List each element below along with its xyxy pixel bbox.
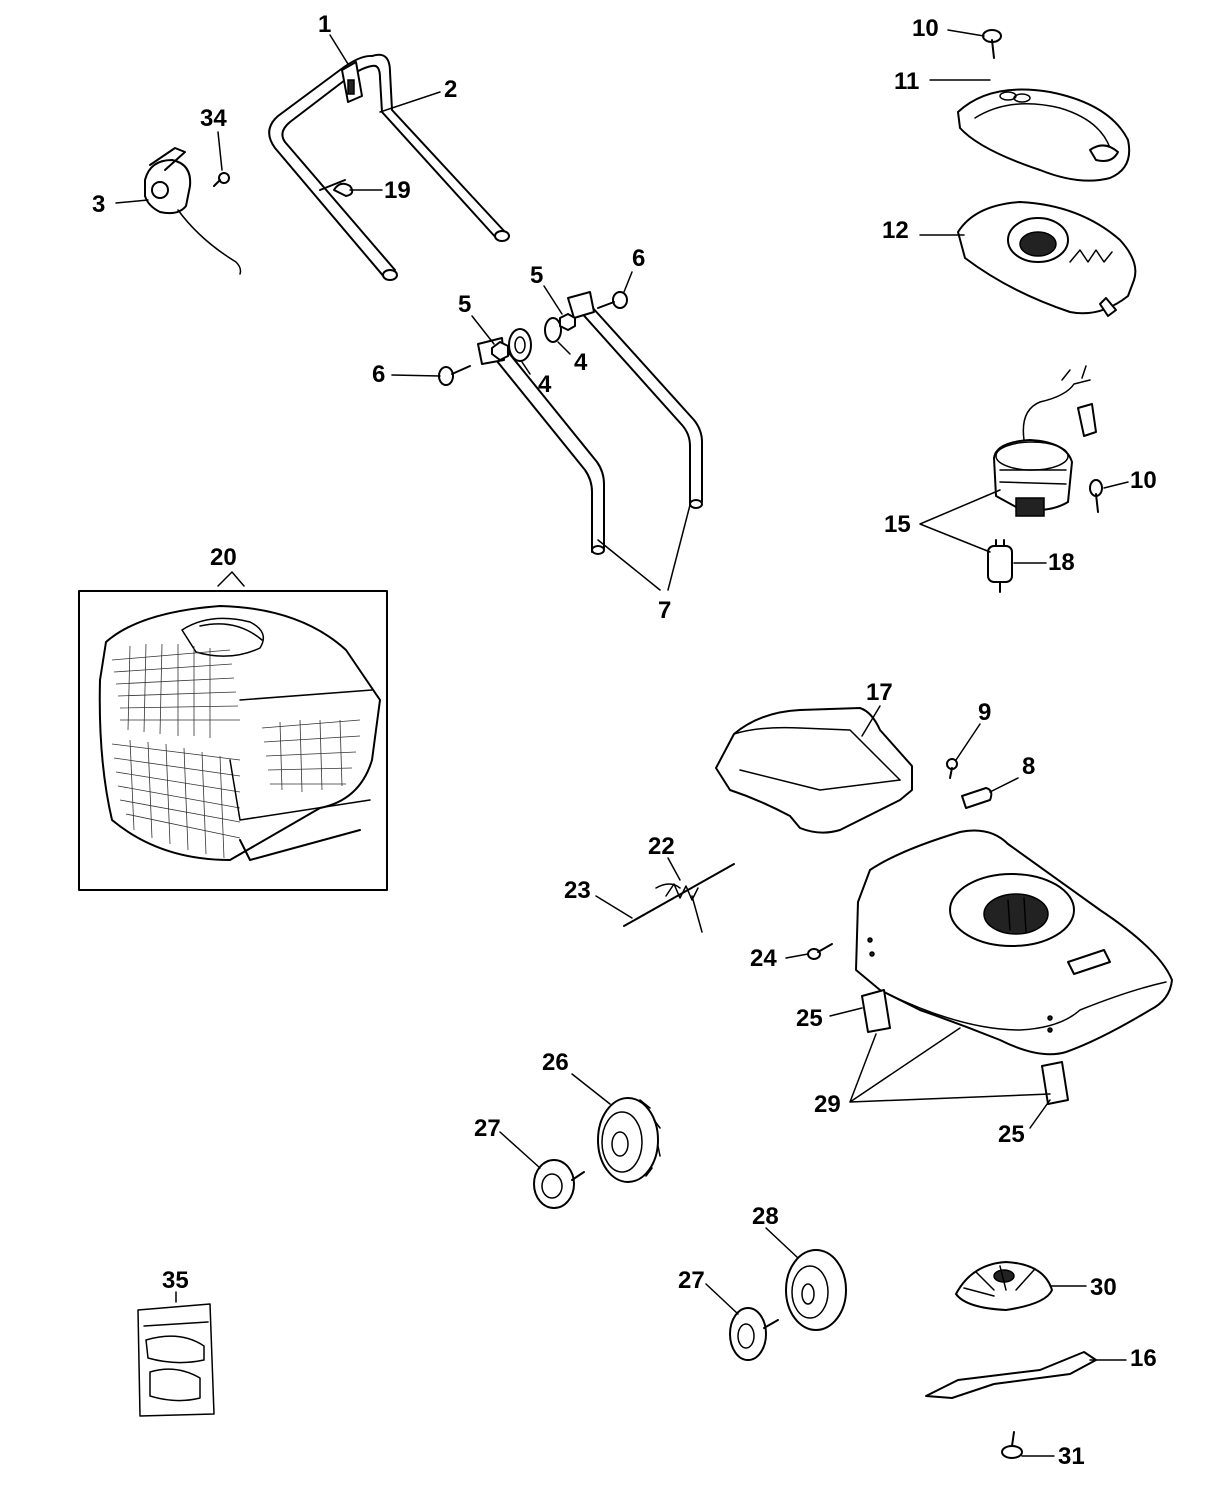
- callout-3: 3: [92, 191, 105, 218]
- callout-22: 22: [648, 833, 675, 860]
- callout-24: 24: [750, 945, 777, 972]
- callout-25-left: 25: [796, 1005, 823, 1032]
- callout-28: 28: [752, 1203, 779, 1230]
- blade-part: [925, 1351, 1097, 1399]
- callout-35: 35: [162, 1267, 189, 1294]
- hub-27-lower-part: [729, 1307, 779, 1361]
- callout-25-right: 25: [998, 1121, 1025, 1148]
- screw-9-part: [946, 758, 958, 779]
- callout-11: 11: [894, 68, 919, 95]
- capacitor-part: [987, 539, 1013, 593]
- cable-clip-part: [341, 61, 363, 103]
- callout-9: 9: [978, 699, 991, 726]
- callout-16: 16: [1130, 1345, 1157, 1372]
- hub-27-upper-part: [533, 1159, 585, 1209]
- screw-10-top-part: [982, 29, 1002, 59]
- handle-knob-parts: [491, 313, 576, 362]
- spring-rod-part: [623, 863, 735, 933]
- callout-23: 23: [564, 877, 591, 904]
- callout-20: 20: [210, 544, 237, 571]
- motor-part: [993, 365, 1097, 517]
- callout-27-upper: 27: [474, 1115, 501, 1142]
- screw-34-part: [213, 172, 230, 187]
- screw-24-part: [807, 943, 833, 960]
- rear-wheel-part: [785, 1249, 847, 1331]
- callout-5-left: 5: [458, 291, 471, 318]
- callout-labels: 1 2 3 34 19 5 5 6 6 4 4 7 10 11 12 10 15…: [92, 11, 1157, 1470]
- mower-deck-part: [855, 829, 1173, 1056]
- callout-15: 15: [884, 511, 911, 538]
- callout-29: 29: [814, 1091, 841, 1118]
- bolt-31-part: [1001, 1431, 1023, 1459]
- callout-4-right: 4: [574, 349, 588, 376]
- motor-housing-part: [957, 201, 1137, 317]
- bolt-6-parts: [438, 291, 628, 386]
- lower-handle-part: [477, 291, 703, 555]
- callout-31: 31: [1058, 1443, 1085, 1470]
- rear-flap-part: [715, 707, 913, 834]
- leader-lines: [115, 29, 1129, 1457]
- cooling-fan-part: [955, 1261, 1053, 1311]
- callout-7: 7: [658, 597, 671, 624]
- front-wheel-part: [597, 1097, 661, 1183]
- switch-part: [144, 147, 242, 275]
- callout-10-right: 10: [1130, 467, 1157, 494]
- upper-handle-part: [268, 53, 510, 281]
- callout-26: 26: [542, 1049, 569, 1076]
- callout-19: 19: [384, 177, 411, 204]
- callout-4-left: 4: [538, 371, 552, 398]
- grass-bag-part: [78, 590, 388, 891]
- callout-1: 1: [318, 11, 331, 38]
- callout-17: 17: [866, 679, 893, 706]
- screw-10-right-part: [1089, 479, 1103, 513]
- callout-2: 2: [444, 76, 457, 103]
- callout-12: 12: [882, 217, 909, 244]
- top-cover-part: [957, 88, 1131, 182]
- callout-18: 18: [1048, 549, 1075, 576]
- callout-6-right: 6: [632, 245, 645, 272]
- bracket-8-part: [961, 787, 993, 809]
- callout-30: 30: [1090, 1274, 1117, 1301]
- callout-10-top: 10: [912, 15, 939, 42]
- callout-8: 8: [1022, 753, 1035, 780]
- callout-34: 34: [200, 105, 227, 132]
- clip-19-part: [333, 182, 354, 197]
- callout-5-right: 5: [530, 262, 543, 289]
- decal-sheet-part: [137, 1303, 215, 1417]
- callout-27-lower: 27: [678, 1267, 705, 1294]
- callout-6-left: 6: [372, 361, 385, 388]
